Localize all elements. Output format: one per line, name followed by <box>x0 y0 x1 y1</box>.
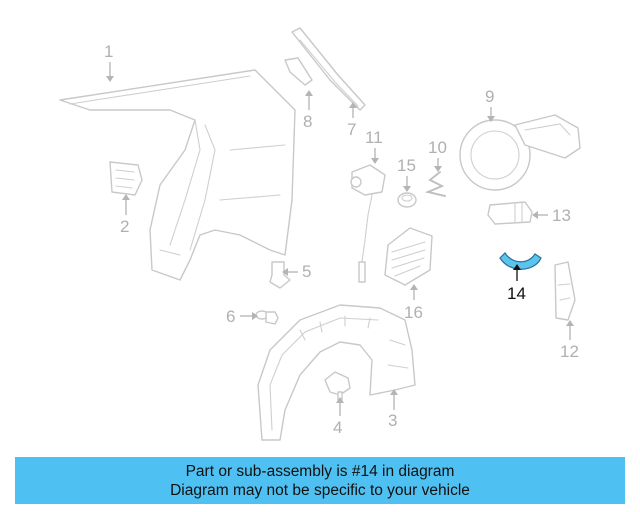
callout-8: 8 <box>303 90 313 131</box>
bracket-part <box>109 161 143 196</box>
callout-4: 4 <box>333 397 344 437</box>
svg-text:2: 2 <box>120 217 129 236</box>
quarter-panel-part <box>59 69 296 281</box>
push-pin-part <box>255 310 279 325</box>
callout-14: 14 <box>507 264 526 303</box>
callout-10: 10 <box>428 138 447 172</box>
fuel-door-part <box>459 114 581 191</box>
callout-13: 13 <box>532 206 571 225</box>
callout-9: 9 <box>485 87 495 122</box>
svg-text:6: 6 <box>226 307 235 326</box>
lock-actuator-part <box>487 201 533 225</box>
svg-text:14: 14 <box>507 284 526 303</box>
callout-6: 6 <box>226 307 258 326</box>
highlighted-hose-part <box>499 252 542 270</box>
grommet-part <box>397 192 417 208</box>
actuator-part <box>350 164 386 283</box>
svg-text:1: 1 <box>104 42 113 61</box>
wheelhouse-liner-part <box>257 304 416 441</box>
callout-5: 5 <box>282 262 311 281</box>
callout-15: 15 <box>397 156 416 192</box>
svg-text:12: 12 <box>560 342 579 361</box>
svg-text:11: 11 <box>365 128 383 147</box>
svg-text:4: 4 <box>333 418 342 437</box>
svg-text:3: 3 <box>388 411 397 430</box>
callout-1: 1 <box>104 42 114 82</box>
callout-12: 12 <box>560 320 579 361</box>
callout-7: 7 <box>347 102 357 139</box>
svg-text:7: 7 <box>347 120 356 139</box>
vent-grille-part <box>384 227 433 286</box>
pillar-trim-part <box>291 27 366 111</box>
svg-text:10: 10 <box>428 138 447 157</box>
svg-text:5: 5 <box>302 262 311 281</box>
clip-part <box>269 261 291 289</box>
svg-text:9: 9 <box>485 87 494 106</box>
spring-part <box>424 171 446 197</box>
callout-16: 16 <box>404 284 423 322</box>
info-banner: Part or sub-assembly is #14 in diagram D… <box>15 457 625 504</box>
svg-text:8: 8 <box>303 112 312 131</box>
banner-line-1: Part or sub-assembly is #14 in diagram <box>185 463 455 480</box>
small-bracket-part <box>284 57 313 86</box>
svg-text:16: 16 <box>404 303 423 322</box>
banner-line-2: Diagram may not be specific to your vehi… <box>170 482 470 499</box>
svg-text:15: 15 <box>397 156 416 175</box>
bolt-part <box>324 371 351 401</box>
callout-2: 2 <box>120 194 130 236</box>
svg-text:13: 13 <box>552 206 571 225</box>
callout-11: 11 <box>365 128 383 164</box>
parts-diagram: 1 2 3 4 5 <box>59 27 581 441</box>
right-bracket-part <box>554 261 576 321</box>
callout-3: 3 <box>388 389 398 430</box>
